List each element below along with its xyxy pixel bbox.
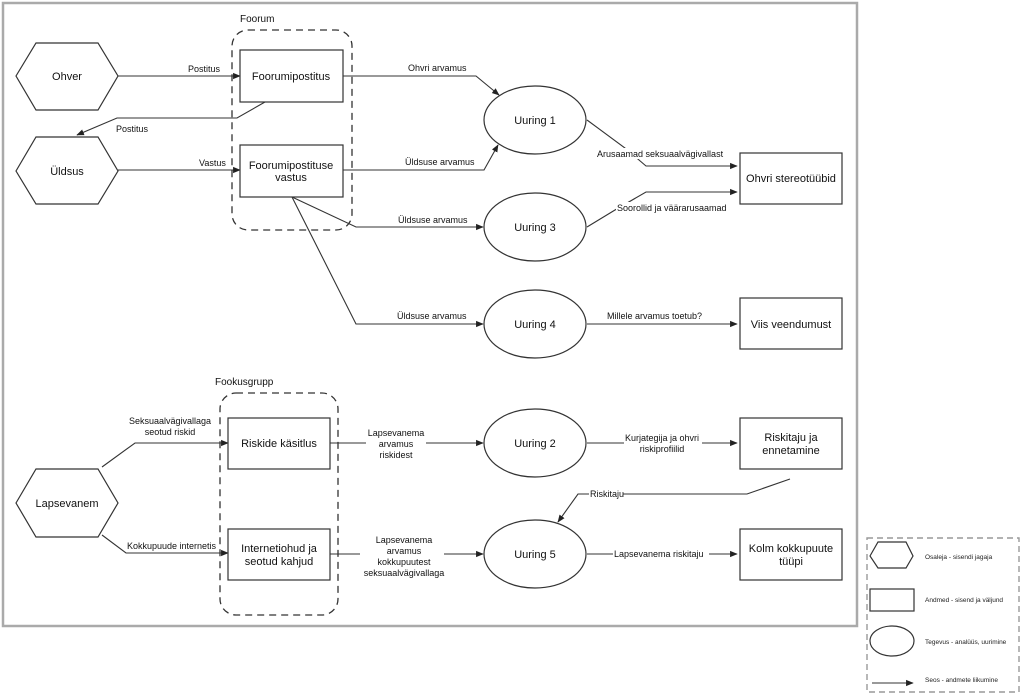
edge-label-parent-opinion-exposure-line3: kokkupuutest bbox=[377, 557, 431, 567]
legend-data-label: Andmed - sisend ja väljund bbox=[925, 597, 1003, 604]
data-forum-reply[interactable]: Foorumipostituse vastus bbox=[239, 144, 344, 198]
edge-label-sv-risks-line2: seotud riskid bbox=[145, 427, 196, 437]
focus-group-title: Fookusgrupp bbox=[215, 377, 274, 388]
data-forum-reply-line1: Foorumipostituse bbox=[249, 160, 333, 172]
edge-label-what-based-on: Millele arvamus toetub? bbox=[607, 311, 702, 321]
edge-label-public-opinion-3: Üldsuse arvamus bbox=[398, 215, 468, 225]
legend-actor-label: Osaleja - sisendi jagaja bbox=[925, 554, 993, 561]
data-risk-handling-label: Riskide käsitlus bbox=[241, 438, 317, 450]
diagram-frame bbox=[1, 1, 859, 628]
legend-item-activity: Tegevus - analüüs, uurimine bbox=[869, 625, 1007, 657]
edge-label-understandings: Arusaamad seksuaalvägivallast bbox=[597, 149, 724, 159]
actor-victim-label: Ohver bbox=[52, 71, 82, 83]
actor-parent-label: Lapsevanem bbox=[36, 498, 99, 510]
edge-public-opinion-3 bbox=[291, 196, 484, 231]
data-forum-post-label: Foorumipostitus bbox=[252, 71, 331, 83]
data-forum-post[interactable]: Foorumipostitus bbox=[239, 49, 344, 103]
activity-study-4-label: Uuring 4 bbox=[514, 319, 556, 331]
edge-label-profiles-line1: Kurjategija ja ohvri bbox=[625, 433, 699, 443]
edge-internet-exposure bbox=[101, 534, 229, 557]
data-risk-perception-line1: Riskitaju ja bbox=[764, 432, 818, 444]
edge-label-victim-opinion: Ohvri arvamus bbox=[408, 63, 467, 73]
data-three-types-line1: Kolm kokkupuute bbox=[749, 543, 833, 555]
activity-study-3[interactable]: Uuring 3 bbox=[483, 192, 587, 262]
edge-public-opinion-1 bbox=[343, 144, 499, 171]
forum-group-border bbox=[231, 29, 353, 231]
focus-group-border bbox=[219, 392, 339, 616]
edge-risk-perception-back bbox=[557, 478, 791, 523]
legend-relation-label: Seos - andmete liikumine bbox=[925, 677, 998, 684]
activity-study-1[interactable]: Uuring 1 bbox=[483, 85, 587, 155]
legend-rectangle-icon bbox=[869, 588, 915, 612]
actor-public[interactable]: Üldsus bbox=[15, 136, 119, 205]
data-three-types-line2: tüüpi bbox=[779, 556, 803, 568]
legend-item-data: Andmed - sisend ja väljund bbox=[869, 588, 1003, 612]
actor-parent[interactable]: Lapsevanem bbox=[15, 468, 119, 538]
edge-label-parent-opinion-risks-line2: arvamus bbox=[379, 439, 414, 449]
activity-study-3-label: Uuring 3 bbox=[514, 222, 556, 234]
data-five-beliefs-label: Viis veendumust bbox=[751, 319, 832, 331]
activity-study-2[interactable]: Uuring 2 bbox=[483, 408, 587, 478]
data-risk-handling[interactable]: Riskide käsitlus bbox=[227, 417, 331, 470]
edge-label-profiles-line2: riskiprofiilid bbox=[640, 444, 685, 454]
edge-label-public-reply: Vastus bbox=[199, 158, 226, 168]
edge-label-gender-roles: Soorollid ja väärarusaamad bbox=[617, 203, 727, 213]
data-risk-perception-line2: ennetamine bbox=[762, 445, 820, 457]
edge-label-public-opinion-4: Üldsuse arvamus bbox=[397, 311, 467, 321]
edge-label-parent-opinion-exposure-line1: Lapsevanema bbox=[376, 535, 433, 545]
edge-label-parent-opinion-risks-line3: riskidest bbox=[379, 450, 413, 460]
edges: Postitus Postitus Vastus Ohvri arvamus Ü… bbox=[76, 63, 791, 580]
legend-item-actor: Osaleja - sisendi jagaja bbox=[869, 541, 993, 569]
legend: Osaleja - sisendi jagaja Andmed - sisend… bbox=[866, 537, 1020, 693]
actor-public-label: Üldsus bbox=[50, 166, 84, 178]
data-forum-reply-line2: vastus bbox=[275, 172, 307, 184]
edge-label-parent-opinion-exposure-line2: arvamus bbox=[387, 546, 422, 556]
edge-label-risk-perception-back: Riskitaju bbox=[590, 489, 624, 499]
data-risk-perception[interactable]: Riskitaju ja ennetamine bbox=[739, 417, 843, 470]
activity-study-5[interactable]: Uuring 5 bbox=[483, 519, 587, 589]
legend-border bbox=[866, 537, 1020, 693]
edge-label-public-opinion-1: Üldsuse arvamus bbox=[405, 157, 475, 167]
legend-hexagon-icon bbox=[869, 541, 914, 569]
forum-group-title: Foorum bbox=[240, 14, 274, 25]
legend-ellipse-icon bbox=[869, 625, 915, 657]
focus-group: Fookusgrupp bbox=[215, 377, 339, 616]
edge-label-post-public: Postitus bbox=[116, 124, 149, 134]
data-internet-risks-line1: Internetiohud ja bbox=[241, 543, 318, 555]
edge-label-parent-risk-perception: Lapsevanema riskitaju bbox=[614, 549, 704, 559]
activity-study-4[interactable]: Uuring 4 bbox=[483, 289, 587, 359]
edge-label-victim-post: Postitus bbox=[188, 64, 221, 74]
edge-sv-risks bbox=[101, 439, 229, 468]
edge-label-parent-opinion-risks-line1: Lapsevanema bbox=[368, 428, 425, 438]
data-internet-risks-line2: seotud kahjud bbox=[245, 556, 314, 568]
legend-activity-label: Tegevus - analüüs, uurimine bbox=[925, 639, 1007, 646]
activity-study-2-label: Uuring 2 bbox=[514, 438, 556, 450]
data-five-beliefs[interactable]: Viis veendumust bbox=[739, 297, 843, 350]
edge-gender-roles bbox=[586, 188, 738, 228]
edge-understandings bbox=[586, 119, 738, 170]
edge-label-internet-exposure: Kokkupuude internetis bbox=[127, 541, 217, 551]
edge-victim-opinion bbox=[343, 75, 500, 96]
activity-study-1-label: Uuring 1 bbox=[514, 115, 556, 127]
data-three-types[interactable]: Kolm kokkupuute tüüpi bbox=[739, 528, 843, 581]
data-victim-stereotypes[interactable]: Ohvri stereotüübid bbox=[739, 152, 843, 205]
data-internet-risks[interactable]: Internetiohud ja seotud kahjud bbox=[227, 528, 331, 581]
data-victim-stereotypes-label: Ohvri stereotüübid bbox=[746, 173, 836, 185]
forum-group: Foorum bbox=[231, 14, 353, 231]
edge-public-opinion-4 bbox=[291, 196, 484, 328]
edge-label-sv-risks-line1: Seksuaalvägivallaga bbox=[129, 416, 211, 426]
actor-victim[interactable]: Ohver bbox=[15, 42, 119, 111]
edge-label-parent-opinion-exposure-line4: seksuaalvägivallaga bbox=[364, 568, 445, 578]
activity-study-5-label: Uuring 5 bbox=[514, 549, 556, 561]
legend-item-relation: Seos - andmete liikumine bbox=[872, 677, 998, 687]
edge-post-public bbox=[76, 101, 266, 136]
